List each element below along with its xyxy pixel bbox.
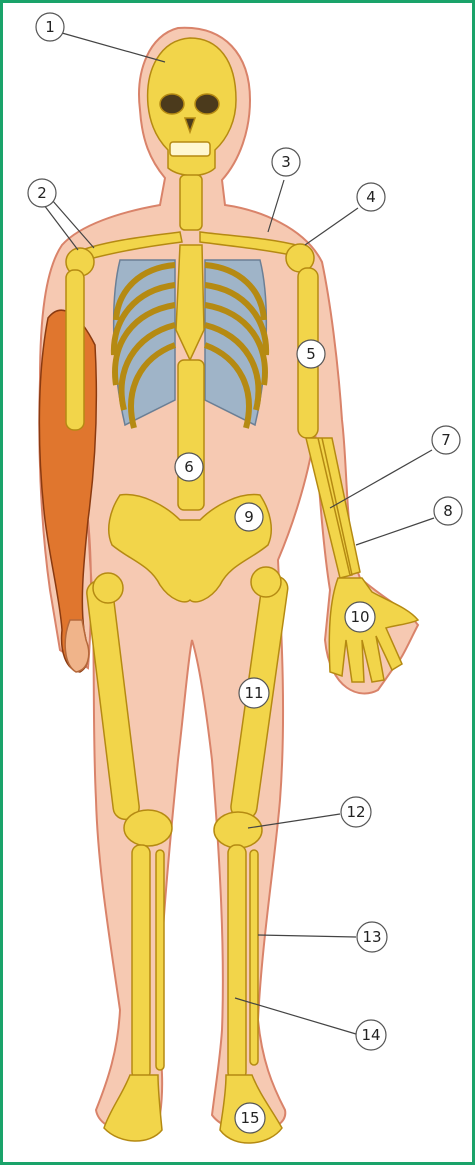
callout-7: 7: [432, 426, 460, 454]
callout-13: 13: [357, 922, 387, 952]
leader-line-1: [62, 33, 165, 62]
cervical-vertebrae: [180, 175, 202, 230]
leader-line-13: [258, 935, 356, 937]
hip-joint-left: [93, 573, 123, 603]
callout-15: 15: [235, 1103, 265, 1133]
callout-10: 10: [345, 602, 375, 632]
lumbar-vertebrae: [178, 360, 204, 510]
humerus-left: [66, 270, 84, 430]
callout-11: 11: [239, 678, 269, 708]
callout-6-text: 6: [184, 458, 194, 476]
callout-3: 3: [272, 148, 300, 176]
callout-10-text: 10: [350, 608, 369, 626]
callout-5-text: 5: [306, 345, 316, 363]
callout-14-text: 14: [361, 1026, 380, 1044]
knee-left: [124, 810, 172, 846]
hip-joint-right: [251, 567, 281, 597]
tibia-left: [132, 845, 150, 1080]
callout-2-text: 2: [37, 184, 47, 202]
fibula-right: [250, 850, 258, 1065]
callout-14: 14: [356, 1020, 386, 1050]
callout-4: 4: [357, 183, 385, 211]
callout-11-text: 11: [244, 684, 263, 702]
eye-socket-left: [160, 94, 184, 114]
callout-7-text: 7: [441, 431, 451, 449]
tibia-right: [228, 845, 246, 1080]
callout-1: 1: [36, 13, 64, 41]
leader-line-4: [305, 208, 358, 245]
callout-8-text: 8: [443, 502, 453, 520]
callout-6: 6: [175, 453, 203, 481]
eye-socket-right: [195, 94, 219, 114]
callout-2: 2: [28, 179, 56, 207]
callout-3-text: 3: [281, 153, 291, 171]
callout-9-text: 9: [244, 508, 254, 526]
callout-8: 8: [434, 497, 462, 525]
teeth: [170, 142, 210, 156]
callout-12: 12: [341, 797, 371, 827]
fibula-left: [156, 850, 164, 1070]
callout-5: 5: [297, 340, 325, 368]
callout-1-text: 1: [45, 18, 55, 36]
leader-line-2a: [44, 205, 78, 250]
callout-12-text: 12: [346, 803, 365, 821]
callout-13-text: 13: [362, 928, 381, 946]
leader-line-8: [356, 518, 434, 545]
callout-15-text: 15: [240, 1109, 259, 1127]
callout-4-text: 4: [366, 188, 376, 206]
callout-9: 9: [235, 503, 263, 531]
knee-right: [214, 812, 262, 848]
